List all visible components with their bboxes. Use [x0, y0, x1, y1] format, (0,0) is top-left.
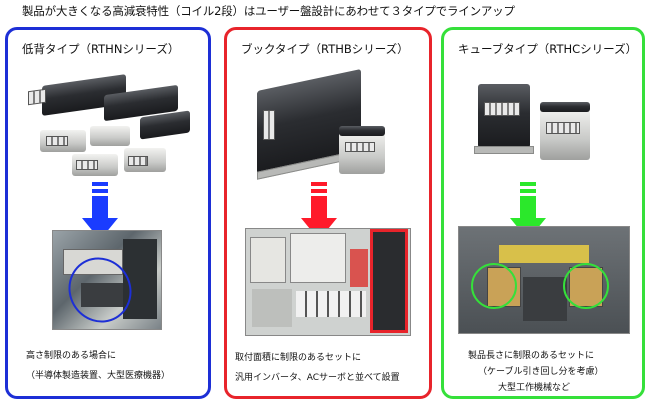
down-arrow-icon [82, 182, 118, 240]
headline: 製品が大きくなる高減衰特性（コイル2段）はユーザー盤設計にあわせて３タイプでライ… [22, 4, 515, 18]
caption-line: 大型工作機械など [498, 383, 571, 393]
product-photo-rthc [444, 30, 642, 200]
product-photo-rthb [227, 30, 429, 200]
caption-line: 高さ制限のある場合に [26, 351, 117, 361]
caption-line: （半導体製造装置、大型医療機器） [26, 371, 171, 381]
caption-line: 製品長さに制限のあるセットに [468, 351, 595, 361]
caption-line: 取付面積に制限のあるセットに [235, 353, 362, 363]
caption-line: 汎用インバータ、ACサーボと並べて設置 [235, 373, 400, 383]
caption-line: （ケーブル引き回し分を考慮） [478, 367, 604, 377]
panel-title: 低背タイプ（RTHNシリーズ） [22, 42, 180, 56]
highlight-rectangle [370, 229, 408, 333]
panel-rthb: ブックタイプ（RTHBシリーズ） 取付面積に制限のあるセットに 汎用インバータ、… [224, 27, 432, 399]
highlight-circle [471, 263, 517, 309]
installation-photo-rthn [52, 230, 162, 330]
installation-photo-rthc [458, 226, 630, 334]
panel-rthc: キューブタイプ（RTHCシリーズ） 製品長さに制限のあるセットに （ケーブル引き… [441, 27, 645, 399]
product-photo-rthn [8, 30, 208, 200]
panel-title: キューブタイプ（RTHCシリーズ） [458, 42, 638, 56]
panel-rthn: 低背タイプ（RTHNシリーズ） 高さ制限のある場合に （半導体製造装置、大型医療… [5, 27, 211, 399]
panel-title: ブックタイプ（RTHBシリーズ） [241, 42, 409, 56]
installation-photo-rthb [245, 228, 411, 336]
highlight-circle [563, 263, 609, 309]
